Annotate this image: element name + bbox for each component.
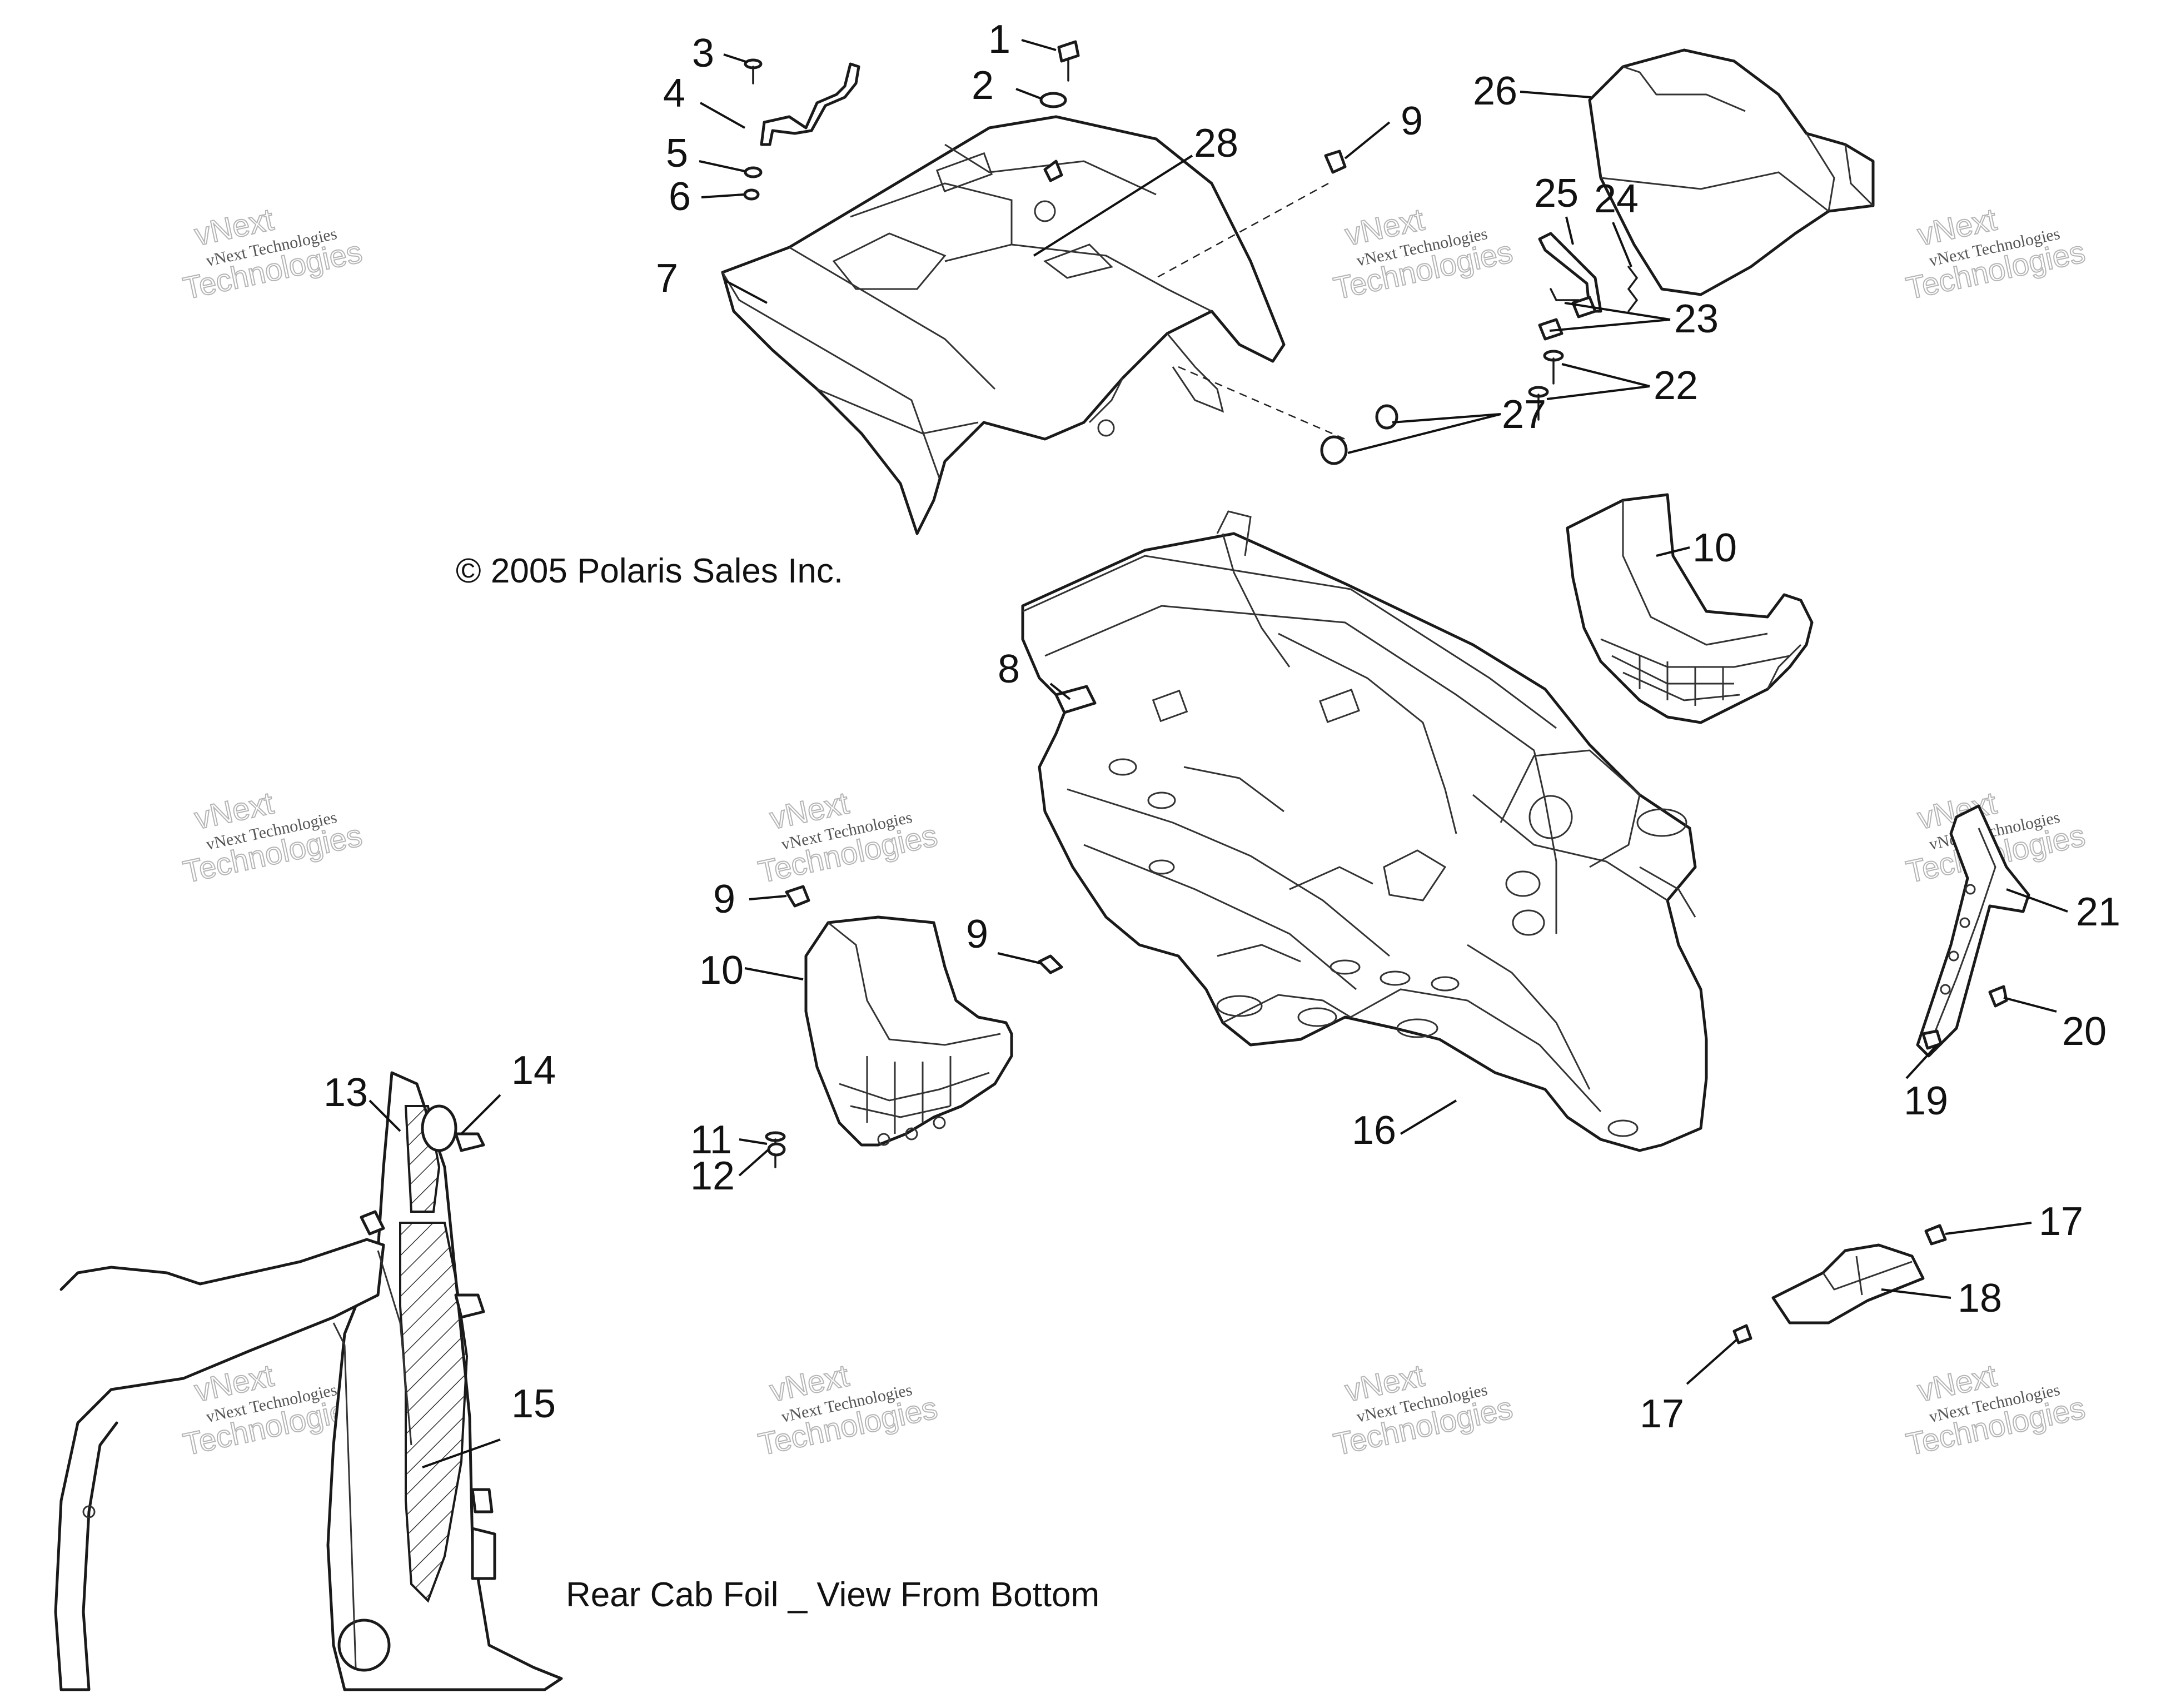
footwell-hardware	[765, 885, 1063, 1168]
callout-27: 27	[1502, 392, 1546, 437]
callout-23: 23	[1674, 297, 1719, 341]
frame-decal-part	[1054, 685, 1097, 714]
callout-24: 24	[1594, 177, 1639, 221]
foil-view-caption: Rear Cab Foil _ View From Bottom	[566, 1576, 1099, 1614]
callout-8: 8	[998, 647, 1020, 691]
washer-small-part	[744, 166, 763, 178]
callout-9-top: 9	[1401, 99, 1423, 143]
callout-14: 14	[511, 1048, 556, 1093]
leader-lines	[369, 39, 2068, 1468]
callout-20: 20	[2062, 1009, 2107, 1054]
callout-12: 12	[690, 1154, 735, 1198]
rack-rod-part	[760, 62, 860, 146]
callout-17-left: 17	[1640, 1392, 1684, 1436]
nut-12-shape	[767, 1142, 786, 1157]
callout-26: 26	[1473, 69, 1517, 113]
callout-19: 19	[1904, 1079, 1948, 1123]
callout-25: 25	[1534, 171, 1579, 216]
copyright-text: © 2005 Polaris Sales Inc.	[456, 552, 843, 590]
footwell-left-part	[804, 915, 1013, 1147]
callout-3: 3	[692, 31, 714, 76]
seat-latch-hardware	[1528, 232, 1639, 421]
skid-bracket-part	[1732, 1224, 1947, 1345]
nut-part	[1921, 1029, 1943, 1050]
nut-part	[743, 188, 760, 201]
callout-10-left: 10	[699, 948, 744, 993]
callout-10-top: 10	[1692, 526, 1737, 570]
bolt-part	[1988, 985, 2008, 1008]
screw-part	[765, 1131, 786, 1168]
footwell-right-part	[1566, 493, 1814, 724]
callout-4: 4	[663, 71, 685, 116]
callout-13: 13	[323, 1070, 368, 1115]
cab-fasteners	[1156, 150, 1398, 465]
watermark-2: vNext vNext Technologies Technologies	[1330, 201, 1516, 306]
callout-9-left: 9	[713, 877, 735, 922]
side-bracket-part	[1916, 804, 2030, 1058]
cab-foil-detail	[54, 1071, 563, 1691]
watermark-11: vNext vNext Technologies Technologies	[1903, 1357, 2089, 1462]
watermark-9: vNext vNext Technologies Technologies	[755, 1357, 941, 1462]
frame-part	[1021, 510, 1708, 1152]
callout-21: 21	[2076, 890, 2120, 934]
cab-hardware	[743, 40, 1080, 201]
seat-part	[1588, 48, 1875, 296]
watermark-1: vNext vNext Technologies Technologies	[180, 201, 366, 306]
bolt-part	[1732, 1324, 1752, 1345]
callout-5: 5	[666, 131, 688, 176]
watermark-10: vNext vNext Technologies Technologies	[1330, 1357, 1516, 1462]
watermark-4: vNext vNext Technologies Technologies	[180, 784, 366, 890]
callout-6: 6	[669, 175, 691, 219]
watermark-3: vNext vNext Technologies Technologies	[1903, 201, 2089, 306]
callout-1: 1	[988, 17, 1010, 62]
callout-18: 18	[1958, 1276, 2002, 1321]
washer-part	[1039, 92, 1067, 108]
callout-7: 7	[656, 256, 678, 301]
callout-labels: 1 2 3 4 5 6 7 28 9 27 26 25 24 23 22 10 …	[323, 17, 2120, 1436]
watermark-group: vNext vNext Technologies Technologies vN…	[180, 201, 2089, 1462]
watermark-5: vNext vNext Technologies Technologies	[755, 784, 941, 890]
callout-28: 28	[1194, 121, 1238, 166]
callout-2: 2	[972, 63, 994, 108]
pin-part	[1528, 386, 1549, 421]
nut-insert-part	[1043, 160, 1063, 182]
callout-11: 11	[690, 1118, 732, 1162]
pin-part	[1543, 350, 1564, 385]
callout-16: 16	[1352, 1108, 1396, 1153]
bolt-part	[1057, 40, 1080, 82]
callout-22: 22	[1654, 363, 1698, 408]
rear-cab-part	[721, 115, 1286, 535]
screw-part	[744, 58, 763, 84]
callout-17-right: 17	[2039, 1199, 2083, 1244]
bolt-part	[1924, 1224, 1947, 1246]
callout-9-mid: 9	[966, 912, 988, 957]
callout-15: 15	[511, 1382, 556, 1426]
